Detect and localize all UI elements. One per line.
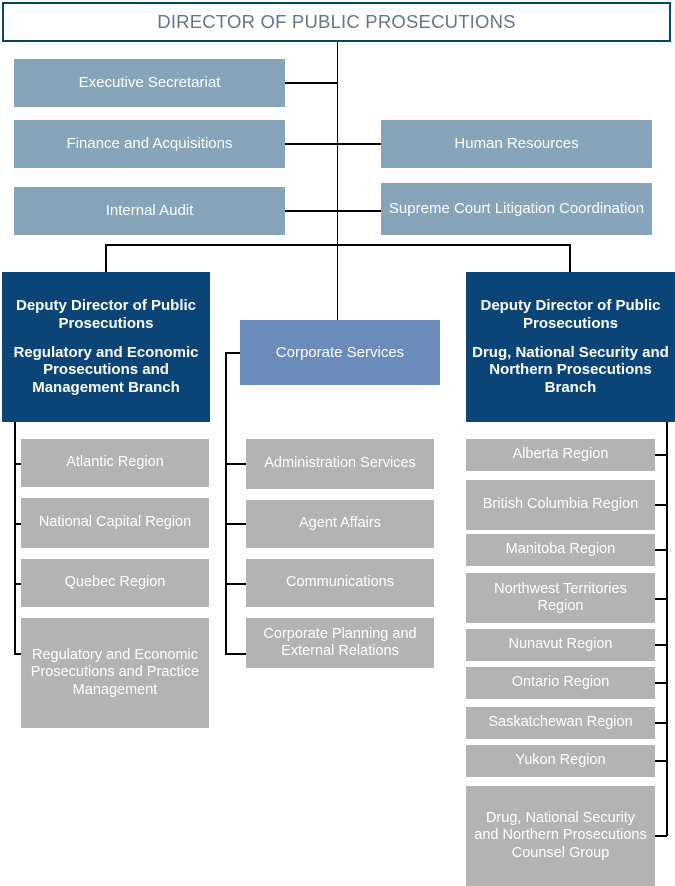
node-corporate-services[interactable]: Corporate Services bbox=[240, 320, 440, 385]
node-label: Atlantic Region bbox=[66, 454, 164, 471]
connector-nunavut-region bbox=[654, 644, 667, 646]
node-label: Northwest Territories Region bbox=[494, 580, 627, 614]
connector-finance-and-acquisitions bbox=[285, 143, 337, 145]
node-internal-audit[interactable]: Internal Audit bbox=[14, 187, 285, 235]
connector-northwest-territories-region bbox=[654, 598, 667, 600]
connector-administration-services bbox=[225, 463, 247, 465]
node-label: Executive Secretariat bbox=[78, 74, 221, 92]
node-british-columbia-region[interactable]: British Columbia Region bbox=[466, 480, 655, 530]
node-administration-services[interactable]: Administration Services bbox=[246, 439, 434, 489]
node-agent-affairs[interactable]: Agent Affairs bbox=[246, 500, 434, 548]
node-label: National Capital Region bbox=[38, 514, 192, 531]
connector-regulatory-economic-prosecutions-practice-management bbox=[14, 653, 22, 655]
node-label: Communications bbox=[286, 574, 394, 591]
node-label: Manitoba Region bbox=[505, 541, 616, 558]
node-label: Agent Affairs bbox=[299, 515, 381, 532]
connector-ontario-region bbox=[654, 682, 667, 684]
node-branch-label: Drug, National Security and Northern Pro… bbox=[472, 343, 669, 397]
connector-right-branch-spine bbox=[666, 422, 668, 836]
node-ddpp-regulatory-economic-branch[interactable]: Deputy Director of Public Prosecutions R… bbox=[2, 272, 210, 422]
node-label: Alberta Region bbox=[512, 446, 609, 463]
connector-atlantic-region bbox=[14, 463, 22, 465]
connector-executive-secretariat bbox=[285, 82, 337, 84]
connector-supreme-court-litigation-coordination bbox=[337, 210, 381, 212]
node-drug-national-security-northern-prosecutions-counsel-group[interactable]: Drug, National Security and Northern Pro… bbox=[466, 786, 655, 886]
connector-centre-spine bbox=[225, 352, 227, 654]
node-label: British Columbia Region bbox=[482, 496, 639, 513]
connector-drop-right-branch bbox=[569, 244, 571, 273]
connector-corporate-services bbox=[225, 352, 241, 354]
node-role-label: Deputy Director of Public Prosecutions bbox=[480, 297, 661, 332]
node-corporate-planning-and-external-relations[interactable]: Corporate Planning and External Relation… bbox=[246, 618, 434, 668]
node-nunavut-region[interactable]: Nunavut Region bbox=[466, 629, 655, 661]
node-national-capital-region[interactable]: National Capital Region bbox=[21, 498, 209, 548]
connector-yukon-region bbox=[654, 760, 667, 762]
node-alberta-region[interactable]: Alberta Region bbox=[466, 439, 655, 471]
node-label: Ontario Region bbox=[511, 674, 610, 691]
node-ontario-region[interactable]: Ontario Region bbox=[466, 667, 655, 699]
node-regulatory-economic-prosecutions-practice-management[interactable]: Regulatory and Economic Prosecutions and… bbox=[21, 618, 209, 728]
connector-saskatchewan-region bbox=[654, 722, 667, 724]
node-director-of-public-prosecutions[interactable]: DIRECTOR OF PUBLIC PROSECUTIONS bbox=[2, 2, 671, 42]
connector-internal-audit bbox=[285, 210, 337, 212]
node-atlantic-region[interactable]: Atlantic Region bbox=[21, 439, 209, 487]
node-label: Administration Services bbox=[264, 455, 416, 472]
node-label: Internal Audit bbox=[105, 202, 194, 220]
connector-british-columbia-region bbox=[654, 504, 667, 506]
connector-drug-national-security-northern-prosecutions-counsel-group bbox=[654, 835, 667, 837]
node-manitoba-region[interactable]: Manitoba Region bbox=[466, 534, 655, 566]
node-label: Finance and Acquisitions bbox=[66, 135, 233, 153]
node-label: Regulatory and Economic Prosecutions and… bbox=[30, 647, 200, 698]
node-label: Corporate Planning and External Relation… bbox=[263, 625, 417, 659]
node-label: Saskatchewan Region bbox=[488, 714, 633, 731]
node-role-label: Deputy Director of Public Prosecutions bbox=[15, 297, 197, 332]
node-quebec-region[interactable]: Quebec Region bbox=[21, 559, 209, 607]
node-label: Yukon Region bbox=[515, 752, 606, 769]
node-label: Drug, National Security and Northern Pro… bbox=[474, 810, 647, 861]
connector-manitoba-region bbox=[654, 549, 667, 551]
node-finance-and-acquisitions[interactable]: Finance and Acquisitions bbox=[14, 120, 285, 168]
connector-alberta-region bbox=[654, 454, 667, 456]
connector-communications bbox=[225, 583, 247, 585]
node-branch-label: Regulatory and Economic Prosecutions and… bbox=[13, 343, 199, 397]
node-saskatchewan-region[interactable]: Saskatchewan Region bbox=[466, 707, 655, 739]
node-label: Supreme Court Litigation Coordination bbox=[388, 200, 645, 218]
node-communications[interactable]: Communications bbox=[246, 559, 434, 607]
node-label: Nunavut Region bbox=[508, 636, 613, 653]
connector-human-resources bbox=[337, 143, 381, 145]
node-supreme-court-litigation-coordination[interactable]: Supreme Court Litigation Coordination bbox=[381, 183, 652, 235]
root-label: DIRECTOR OF PUBLIC PROSECUTIONS bbox=[157, 11, 516, 33]
node-label: Quebec Region bbox=[64, 574, 166, 591]
connector-quebec-region bbox=[14, 583, 22, 585]
connector-drop-left-branch bbox=[105, 244, 107, 273]
connector-drop-corporate-services bbox=[336, 244, 339, 321]
node-yukon-region[interactable]: Yukon Region bbox=[466, 745, 655, 777]
node-label: Human Resources bbox=[454, 135, 579, 153]
connector-agent-affairs bbox=[225, 523, 247, 525]
node-human-resources[interactable]: Human Resources bbox=[381, 120, 652, 168]
node-executive-secretariat[interactable]: Executive Secretariat bbox=[14, 59, 285, 107]
connector-corporate-planning-and-external-relations bbox=[225, 653, 247, 655]
connector-national-capital-region bbox=[14, 523, 22, 525]
node-ddpp-drug-national-security-northern-branch[interactable]: Deputy Director of Public Prosecutions D… bbox=[466, 272, 675, 422]
node-northwest-territories-region[interactable]: Northwest Territories Region bbox=[466, 573, 655, 623]
node-label: Corporate Services bbox=[275, 343, 405, 361]
connector-left-branch-spine bbox=[14, 422, 16, 654]
